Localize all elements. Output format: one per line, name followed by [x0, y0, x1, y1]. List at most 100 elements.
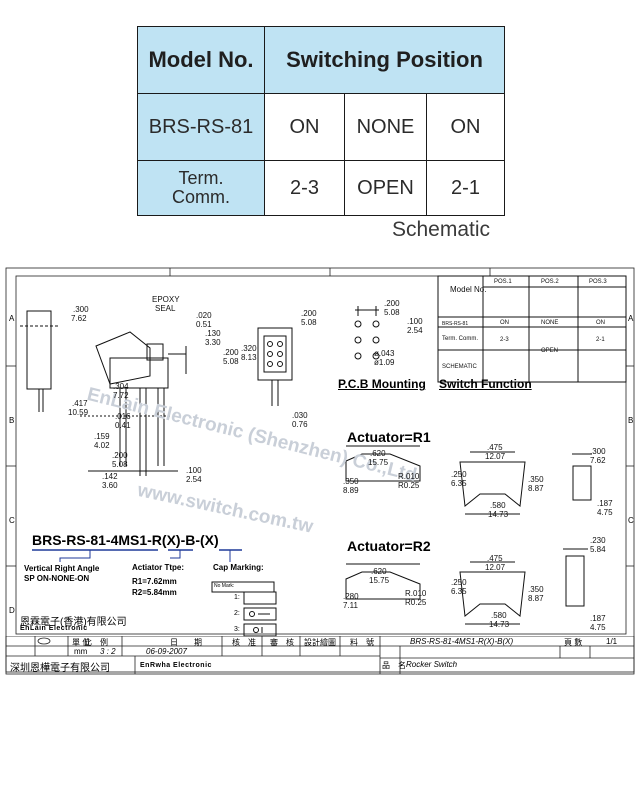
description-line1: Vertical Right Angle	[24, 564, 100, 573]
grid-letter-b-right: B	[628, 416, 634, 425]
dim-051: 0.51	[196, 320, 212, 329]
dim-142: .142	[102, 472, 118, 481]
mini-model: Model No.	[450, 285, 487, 294]
tb-approve-header: 核 准	[232, 638, 256, 647]
epoxy-note: EPOXY	[152, 295, 180, 304]
dim-076: 0.76	[292, 420, 308, 429]
r2-dim-1473: 14.73	[489, 620, 510, 629]
r2-dim-475b: 4.75	[590, 623, 606, 632]
r2-dim-635: 6.35	[451, 587, 467, 596]
r2-dim-r025: R0.25	[405, 598, 427, 607]
r2-dim-580: .580	[491, 611, 507, 620]
company-name-en: EnLain Electronic	[20, 625, 88, 632]
pcb-dim-100: .100	[407, 317, 423, 326]
r1-dim-635: 6.35	[451, 479, 467, 488]
dim-200b: .200	[301, 309, 317, 318]
model-row-label: BRS-RS-81	[137, 93, 265, 161]
tb-unit-header: 單 位	[72, 638, 91, 647]
actuator-r1-title: Actuator=R1	[347, 429, 431, 445]
r2-dim-r010: R.010	[405, 589, 427, 598]
r2-dim-475: .475	[487, 554, 503, 563]
cap-no-mark: No Mark:	[214, 583, 235, 589]
grid-letter-a-right: A	[628, 314, 634, 323]
actuator-type-title: Actiator Ttpe:	[132, 563, 184, 572]
grid-letter-d: D	[9, 606, 15, 615]
cap-marking-title: Cap Marking:	[213, 563, 264, 572]
r2-dim-350: .350	[528, 585, 544, 594]
r2-dim-250: .250	[451, 578, 467, 587]
r2-dim-230: .230	[590, 536, 606, 545]
r1-dim-475: .475	[487, 443, 503, 452]
r1-dim-1207: 12.07	[485, 452, 506, 461]
r1-dim-580: .580	[490, 501, 506, 510]
switching-position-header: Switching Position	[264, 26, 505, 94]
seal-note: SEAL	[155, 304, 176, 313]
dim-508a: 5.08	[223, 357, 239, 366]
mini-term: Term. Comm.	[442, 336, 478, 342]
tb-company2-en: EnRwha Electronic	[140, 662, 212, 669]
mini-none: NONE	[541, 320, 559, 326]
term2-cell: OPEN	[344, 160, 427, 216]
r1-dim-620: .620	[370, 449, 386, 458]
r2-dim-584: 5.84	[590, 545, 606, 554]
r1-dim-1575: 15.75	[368, 458, 389, 467]
dim-360: 3.60	[102, 481, 118, 490]
mini-23: 2-3	[500, 337, 509, 343]
r1-dim-762: 7.62	[590, 456, 606, 465]
dim-159: .159	[94, 432, 110, 441]
dim-020: .020	[196, 311, 212, 320]
tb-date-header: 日 期	[170, 638, 202, 647]
dim-254a: 2.54	[186, 475, 202, 484]
dim-508b: 5.08	[301, 318, 317, 327]
cap-1-label: 1:	[234, 594, 240, 601]
pos2-cell: NONE	[344, 93, 427, 161]
r1-dim-300: .300	[590, 447, 606, 456]
pos1-cell: ON	[264, 93, 345, 161]
r1-dim-475b: 4.75	[597, 508, 613, 517]
r1-dim-250: .250	[451, 470, 467, 479]
tb-date-value: 06-09-2007	[146, 647, 187, 656]
tb-part-no: BRS-RS-81-4MS1-R(X)-B(X)	[410, 637, 514, 646]
tb-review-header: 審 核	[270, 638, 294, 647]
switch-function-label: Switch Function	[439, 377, 532, 391]
switching-position-table: Model No. Switching Position BRS-RS-81 O…	[137, 26, 505, 216]
dim-041: 0.41	[115, 421, 131, 430]
tb-material-header: 料 號	[350, 638, 374, 647]
company-name-cn: 恩霖電子(香港)有限公司	[20, 617, 127, 628]
dim-016: .016	[115, 412, 131, 421]
dim-772: 7.72	[113, 391, 129, 400]
technical-drawing-sheet: A B C D A B C EnLain Electronic (Shenzhe…	[0, 266, 640, 674]
r1-dim-889: 8.89	[343, 486, 359, 495]
dim-300: .300	[73, 305, 89, 314]
term3-cell: 2-1	[426, 160, 505, 216]
r2-value: R2=5.84mm	[132, 588, 177, 597]
model-no-header: Model No.	[137, 26, 265, 94]
r2-dim-620: .620	[371, 567, 387, 576]
tb-name-value: Rocker Switch	[406, 660, 458, 669]
tb-design-header: 設計繪圖	[304, 638, 336, 647]
comm-label: Comm.	[172, 187, 230, 207]
grid-letter-b: B	[9, 416, 15, 425]
dim-130: .130	[205, 329, 221, 338]
mini-open: OPEN	[541, 348, 559, 354]
part-code: BRS-RS-81-4MS1-R(X)-B-(X)	[32, 532, 219, 548]
term-label: Term.	[178, 168, 224, 188]
r2-dim-1207: 12.07	[485, 563, 506, 572]
pcb-dim-043: ø.043	[374, 349, 395, 358]
dim-200a: .200	[223, 348, 239, 357]
grid-letter-a: A	[9, 314, 15, 323]
pcb-dim-109: ø1.09	[374, 358, 395, 367]
grid-letter-c-right: C	[628, 516, 634, 525]
tb-scale-header: 比 例	[84, 638, 108, 647]
r2-dim-187: .187	[590, 614, 606, 623]
r2-dim-280: .280	[343, 592, 359, 601]
r1-dim-187: .187	[597, 499, 613, 508]
dim-030: .030	[292, 411, 308, 420]
tb-pages-header: 頁 數	[564, 638, 583, 647]
dim-100a: .100	[186, 466, 202, 475]
tb-company2-cn: 深圳恩樺電子有限公司	[10, 663, 110, 674]
tb-pages-value: 1/1	[606, 637, 618, 646]
r2-dim-1575: 15.75	[369, 576, 390, 585]
schematic-caption: Schematic	[392, 218, 491, 241]
cap-2-label: 2:	[234, 610, 240, 617]
